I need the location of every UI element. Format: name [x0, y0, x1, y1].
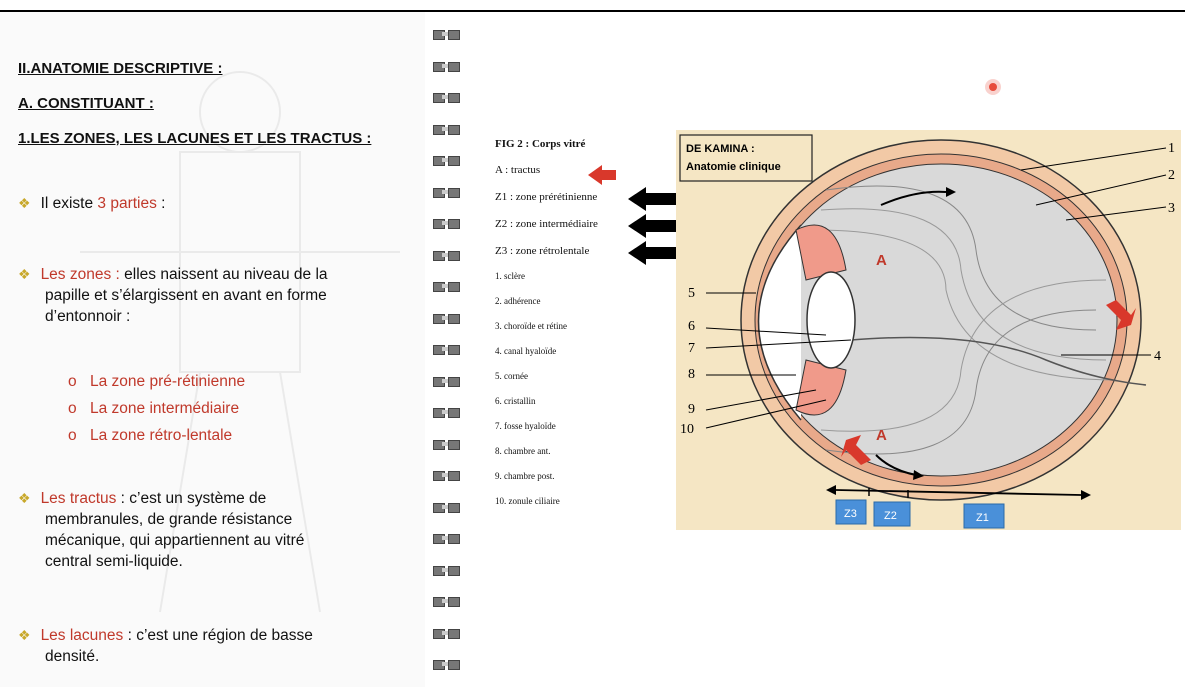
spiral-ring	[433, 375, 460, 387]
lens	[806, 271, 856, 369]
spiral-ring	[433, 406, 460, 418]
spiral-ring	[433, 343, 460, 355]
spiral-ring	[433, 28, 460, 40]
spiral-ring	[433, 627, 460, 639]
zone-z1-box	[963, 503, 1005, 529]
heading-zones-lacunes-tractus: 1.LES ZONES, LES LACUNES ET LES TRACTUS …	[18, 130, 372, 147]
legend-tractus: A : tractus	[495, 164, 541, 176]
diamond-bullet-icon: ❖	[18, 627, 31, 643]
legend-item-1: 1. sclère	[495, 271, 525, 281]
background-figure-watermark	[80, 71, 400, 613]
black-arrow-icon	[628, 241, 686, 265]
spiral-ring	[433, 249, 460, 261]
legend-item-5: 5. cornée	[495, 371, 528, 381]
spiral-ring	[433, 501, 460, 513]
number-9: 9	[688, 402, 695, 417]
legend-z1: Z1 : zone prérétinienne	[495, 191, 598, 203]
spiral-ring	[433, 658, 460, 670]
source-line-1: DE KAMINA :	[686, 143, 755, 155]
number-4: 4	[1154, 349, 1161, 364]
number-6: 6	[688, 319, 695, 334]
spiral-ring	[433, 280, 460, 292]
zone-z2-box	[873, 501, 911, 527]
label-a-top: A	[876, 252, 887, 269]
notebook-spiral-binding	[433, 28, 460, 688]
red-arrow-icon	[841, 435, 871, 465]
legend-item-3: 3. choroïde et rétine	[495, 321, 567, 331]
heading-anatomie-descriptive: II.ANATOMIE DESCRIPTIVE :	[18, 60, 223, 77]
diamond-bullet-icon: ❖	[18, 490, 31, 506]
spiral-ring	[433, 532, 460, 544]
spiral-ring	[433, 564, 460, 576]
spiral-ring	[433, 60, 460, 72]
legend-item-4: 4. canal hyaloïde	[495, 346, 557, 356]
legend-item-2: 2. adhérence	[495, 296, 541, 306]
black-arrow-icon	[628, 187, 686, 211]
legend-title: FIG 2 : Corps vitré	[495, 138, 586, 150]
spiral-ring	[433, 595, 460, 607]
bullet-les-lacunes: ❖Les lacunes : c’est une région de basse…	[18, 627, 313, 665]
cornea	[757, 224, 802, 421]
number-3: 3	[1168, 201, 1175, 216]
legend-item-8: 8. chambre ant.	[495, 446, 551, 456]
number-5: 5	[688, 286, 695, 301]
number-8: 8	[688, 367, 695, 382]
spiral-ring	[433, 438, 460, 450]
spiral-ring	[433, 123, 460, 135]
label-a-bottom: A	[876, 427, 887, 444]
zone-z2-label: Z2	[884, 510, 897, 522]
zone-z3-box	[835, 499, 867, 525]
legend-item-6: 6. cristallin	[495, 396, 536, 406]
number-10: 10	[680, 422, 694, 437]
legend-z3: Z3 : zone rétrolentale	[495, 245, 590, 257]
legend-item-10: 10. zonule ciliaire	[495, 496, 560, 506]
red-arrow-icon	[588, 165, 616, 185]
spiral-ring	[433, 91, 460, 103]
heading-constituant: A. CONSTITUANT :	[18, 95, 154, 112]
legend-item-9: 9. chambre post.	[495, 471, 555, 481]
eye-vitreous-figure: DE KAMINA : Anatomie clinique A A 1 2 3 …	[676, 130, 1181, 530]
number-1: 1	[1168, 141, 1175, 156]
black-arrow-icon	[628, 214, 686, 238]
spiral-ring	[433, 469, 460, 481]
diamond-bullet-icon: ❖	[18, 266, 31, 282]
number-2: 2	[1168, 168, 1175, 183]
legend-arrows	[588, 165, 686, 265]
legend-z2: Z2 : zone intermédiaire	[495, 218, 598, 230]
source-line-2: Anatomie clinique	[686, 161, 781, 173]
zone-z3-label: Z3	[844, 508, 857, 520]
diamond-bullet-icon: ❖	[18, 195, 31, 211]
top-border	[0, 10, 1185, 12]
red-arrow-icon	[1106, 300, 1136, 330]
spiral-ring	[433, 186, 460, 198]
spiral-ring	[433, 154, 460, 166]
bullet-les-tractus: ❖Les tractus : c’est un système de membr…	[18, 490, 305, 570]
left-slide-panel	[0, 12, 425, 687]
pointer-dot	[989, 83, 997, 91]
spiral-ring	[433, 312, 460, 324]
bullet-trois-parties: ❖Il existe 3 parties :	[18, 195, 166, 212]
legend-item-7: 7. fosse hyaloïde	[495, 421, 556, 431]
spiral-ring	[433, 217, 460, 229]
zone-z1-label: Z1	[976, 512, 989, 524]
bullet-les-zones: ❖Les zones : elles naissent au niveau de…	[18, 266, 328, 325]
number-7: 7	[688, 341, 695, 356]
source-box	[679, 134, 813, 182]
